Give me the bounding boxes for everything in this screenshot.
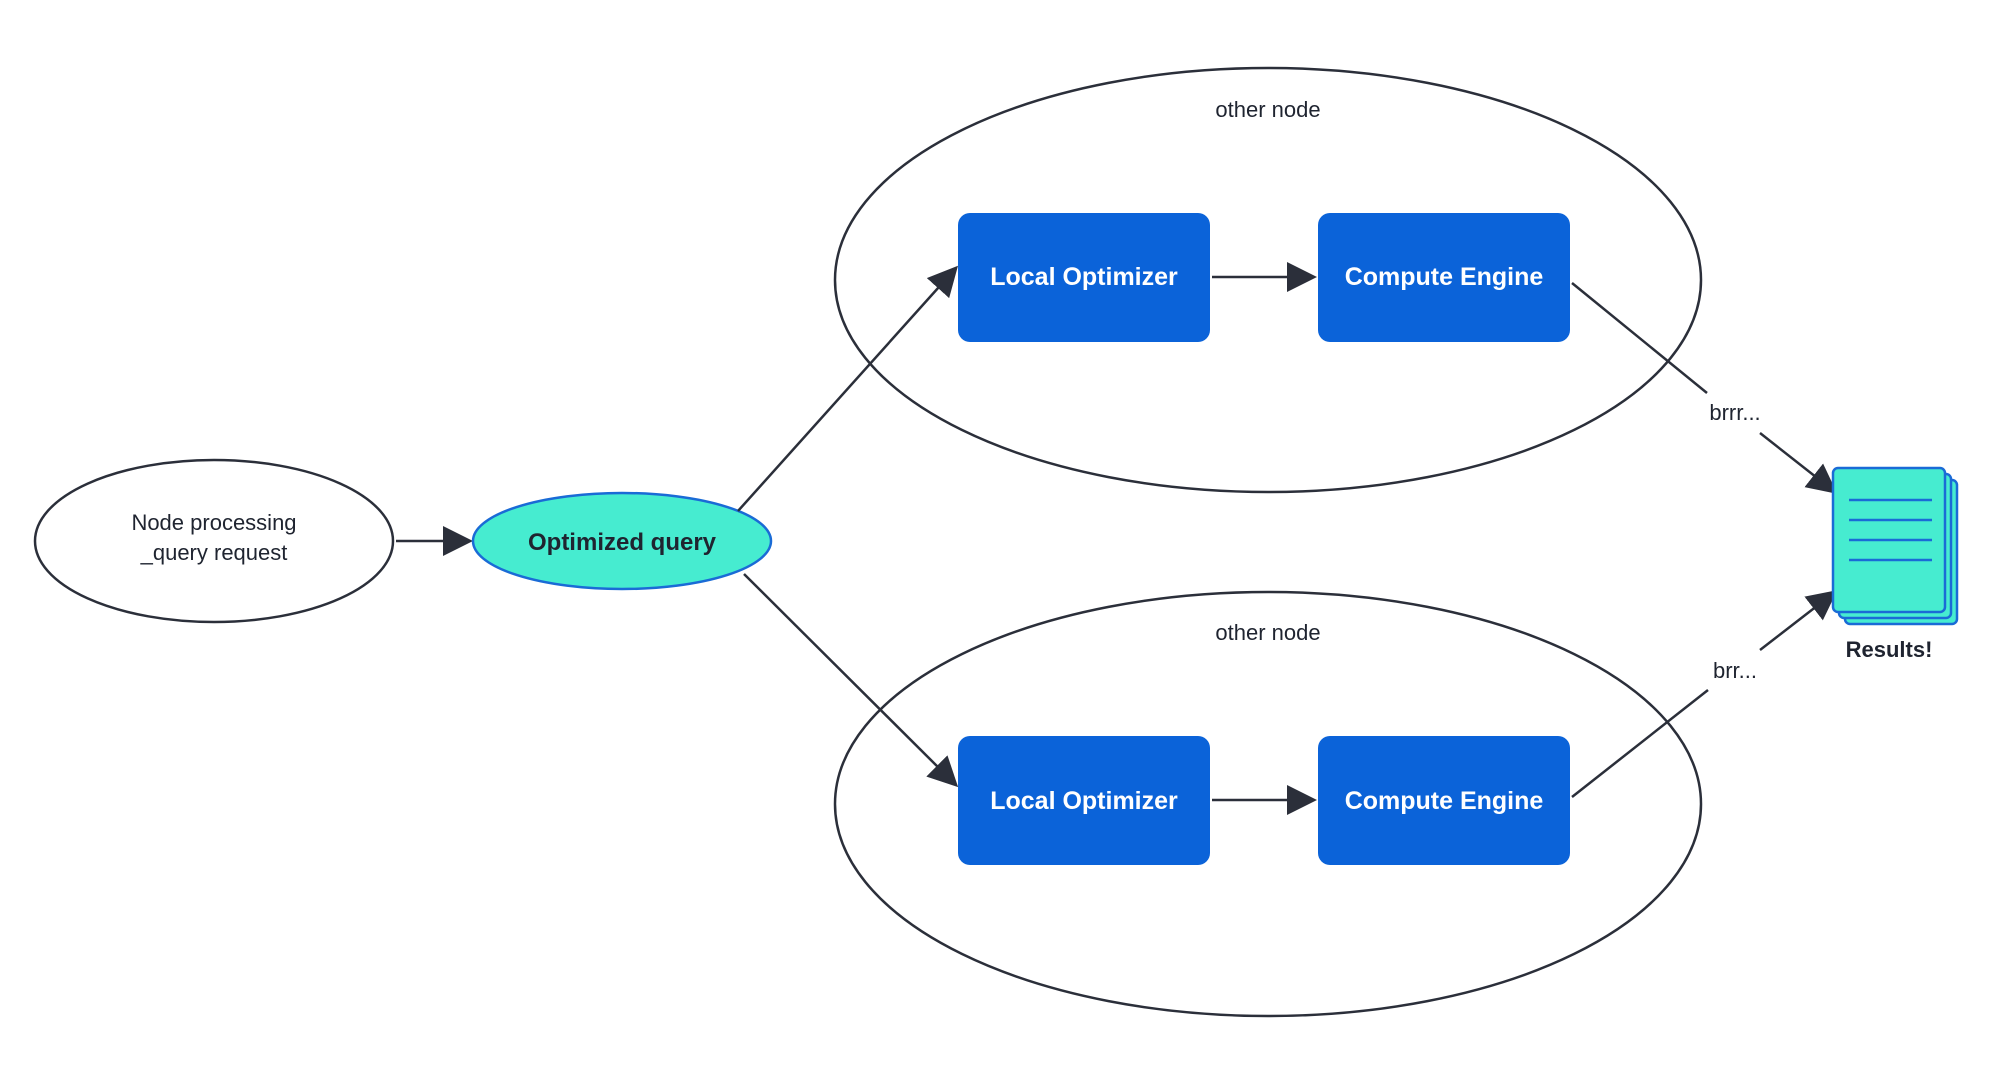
edge-compute-to-results-top-a	[1571, 282, 1708, 394]
results-label: Results!	[1846, 637, 1933, 662]
optimized-query-label: Optimized query	[528, 529, 717, 556]
local-optimizer-box-bottom	[958, 736, 1210, 865]
cluster-bottom-label: other node	[1215, 620, 1320, 645]
compute-engine-label-bottom: Compute Engine	[1345, 787, 1544, 815]
edge-compute-to-results-top-b	[1759, 432, 1838, 494]
local-optimizer-label-bottom: Local Optimizer	[990, 787, 1178, 815]
local-optimizer-label-top: Local Optimizer	[990, 263, 1178, 291]
edge-label-bottom: brr...	[1713, 658, 1757, 683]
source-node-label-line1: Node processing	[131, 510, 296, 535]
local-optimizer-box-top	[958, 213, 1210, 342]
document-stack-icon	[1831, 466, 1959, 626]
compute-engine-box-top	[1318, 213, 1570, 342]
arrow-optimized-to-local-top	[737, 265, 959, 512]
cluster-bottom: other node Local Optimizer Compute Engin…	[833, 590, 1703, 1018]
cluster-top-boundary	[833, 66, 1703, 494]
source-node: Node processing _query request	[33, 458, 395, 624]
edge-compute-to-results-bottom-b	[1759, 590, 1838, 651]
compute-engine-box-bottom	[1318, 736, 1570, 865]
arrow-optimized-to-local-bottom	[743, 573, 959, 788]
cluster-top: other node Local Optimizer Compute Engin…	[833, 66, 1703, 494]
cluster-bottom-boundary	[833, 590, 1703, 1018]
optimized-query-node: Optimized query	[471, 491, 773, 591]
compute-engine-label-top: Compute Engine	[1345, 263, 1544, 291]
cluster-top-label: other node	[1215, 97, 1320, 122]
source-node-label-line2: _query request	[140, 540, 288, 565]
edge-label-top: brrr...	[1709, 400, 1760, 425]
edge-compute-to-results-bottom-a	[1571, 689, 1709, 798]
